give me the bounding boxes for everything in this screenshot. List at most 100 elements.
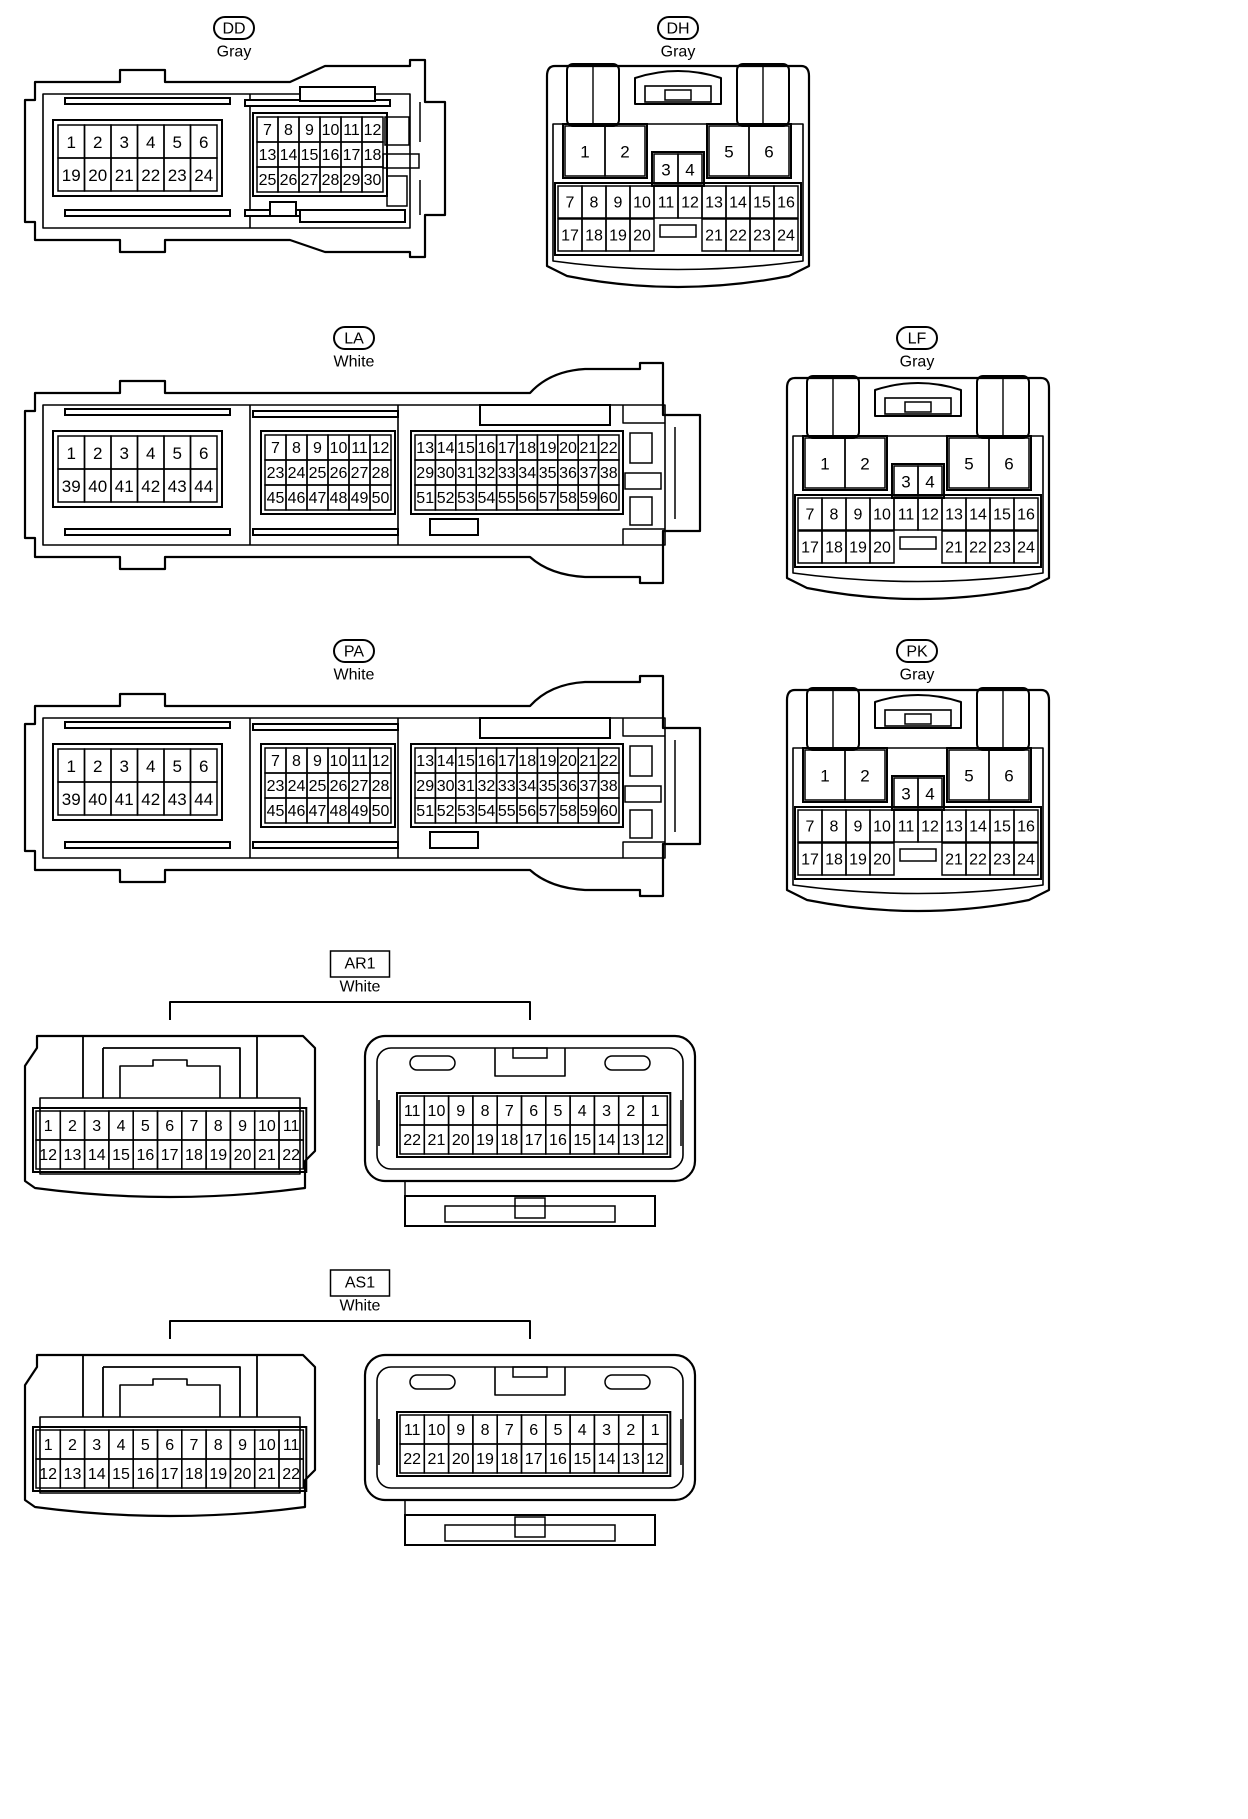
connector-code: AR1	[344, 956, 375, 973]
pin-number: 14	[598, 1451, 616, 1468]
pin-number: 41	[115, 790, 134, 809]
pin-number: 23	[267, 778, 285, 795]
pin-cavity: 48	[327, 797, 350, 824]
pin-cavity: 51	[414, 484, 437, 511]
pin-cavity: 14	[725, 185, 751, 219]
pin-number: 33	[498, 778, 516, 795]
pin-number: 52	[437, 803, 455, 820]
pin-cavity: 10	[869, 497, 895, 531]
pin-cavity: 9	[298, 116, 321, 143]
pin-cavity: 11	[399, 1414, 426, 1445]
pin-number: 51	[416, 803, 434, 820]
pin-number: 60	[600, 803, 618, 820]
pin-number: 10	[330, 440, 348, 457]
pin-cavity: 1	[564, 125, 606, 177]
pin-number: 24	[777, 228, 795, 245]
pin-cavity: 21	[941, 530, 967, 564]
pin-number: 10	[330, 753, 348, 770]
pin-number: 20	[234, 1147, 252, 1164]
pin-number: 26	[330, 465, 348, 482]
pin-cavity: 3	[893, 777, 919, 809]
pin-number: 37	[580, 778, 598, 795]
pin-cavity: 24	[773, 218, 799, 252]
pin-number: 40	[88, 477, 107, 496]
pin-cavity: 42	[136, 781, 165, 816]
pin-cavity: 13	[414, 434, 437, 461]
pin-number: 1	[580, 143, 589, 162]
pin-cavity: 12	[361, 116, 384, 143]
pin-number: 4	[578, 1422, 587, 1439]
pin-cavity: 5	[163, 748, 192, 783]
pin-number: 23	[993, 540, 1011, 557]
pin-number: 22	[969, 852, 987, 869]
pin-cavity: 58	[557, 484, 579, 511]
pin-number: 16	[549, 1132, 567, 1149]
pin-number: 15	[301, 147, 319, 164]
pin-cavity: 14	[593, 1124, 620, 1155]
pin-cavity: 59	[577, 797, 600, 824]
pin-number: 14	[88, 1466, 106, 1483]
pin-number: 9	[854, 507, 863, 524]
pin-number: 5	[141, 1118, 150, 1135]
pin-cavity: 13	[59, 1139, 86, 1170]
pin-number: 17	[498, 753, 516, 770]
pin-cavity: 21	[253, 1458, 280, 1489]
pin-number: 5	[141, 1437, 150, 1454]
pin-number: 24	[1017, 540, 1035, 557]
pin-cavity: 2	[844, 437, 886, 489]
pin-cavity: 4	[108, 1110, 134, 1141]
pin-number: 8	[481, 1422, 490, 1439]
pin-number: 30	[437, 778, 455, 795]
pin-number: 3	[120, 757, 129, 776]
pin-cavity: 20	[869, 530, 895, 564]
pin-number: 5	[173, 757, 182, 776]
pin-cavity: 24	[285, 772, 308, 799]
pin-cavity: 14	[83, 1458, 110, 1489]
pin-cavity: 28	[369, 459, 392, 486]
pin-number: 4	[117, 1118, 126, 1135]
pin-number: 9	[238, 1437, 247, 1454]
pin-cavity: 56	[516, 484, 539, 511]
pin-cavity: 4	[569, 1414, 596, 1445]
pin-cavity: 19	[536, 747, 559, 774]
pin-number: 46	[288, 803, 306, 820]
connector-color: White	[334, 667, 375, 684]
pin-number: 43	[168, 477, 187, 496]
pin-number: 4	[925, 473, 934, 492]
pin-number: 1	[67, 444, 76, 463]
pin-number: 11	[351, 440, 368, 457]
pin-number: 15	[112, 1147, 130, 1164]
pin-cavity: 16	[773, 185, 799, 219]
pin-cavity: 2	[83, 124, 112, 159]
pin-cavity: 10	[423, 1414, 450, 1445]
pin-cavity: 18	[496, 1124, 523, 1155]
pin-cavity: 17	[797, 530, 823, 564]
pin-number: 17	[161, 1147, 179, 1164]
pin-cavity: 17	[520, 1124, 547, 1155]
pin-number: 8	[830, 507, 839, 524]
pin-number: 7	[566, 195, 575, 212]
pin-number: 21	[580, 440, 598, 457]
pin-number: 28	[372, 778, 390, 795]
pin-number: 17	[561, 228, 579, 245]
pin-cavity: 22	[278, 1139, 305, 1170]
pin-number: 16	[136, 1466, 154, 1483]
pin-number: 53	[457, 803, 475, 820]
pin-number: 50	[372, 490, 390, 507]
pin-cavity: 22	[965, 842, 991, 876]
pin-number: 21	[258, 1466, 276, 1483]
pin-cavity: 10	[629, 185, 655, 219]
pin-cavity: 49	[348, 484, 371, 511]
pin-cavity: 3	[110, 124, 139, 159]
pin-number: 8	[590, 195, 599, 212]
pin-cavity: 17	[495, 434, 518, 461]
connector-code: PK	[906, 644, 928, 661]
pin-number: 13	[64, 1466, 82, 1483]
pin-cavity: 53	[455, 797, 477, 824]
pin-cavity: 20	[447, 1443, 474, 1474]
pin-number: 5	[173, 444, 182, 463]
pin-cavity: 22	[597, 434, 620, 461]
pin-cavity: 10	[253, 1110, 280, 1141]
